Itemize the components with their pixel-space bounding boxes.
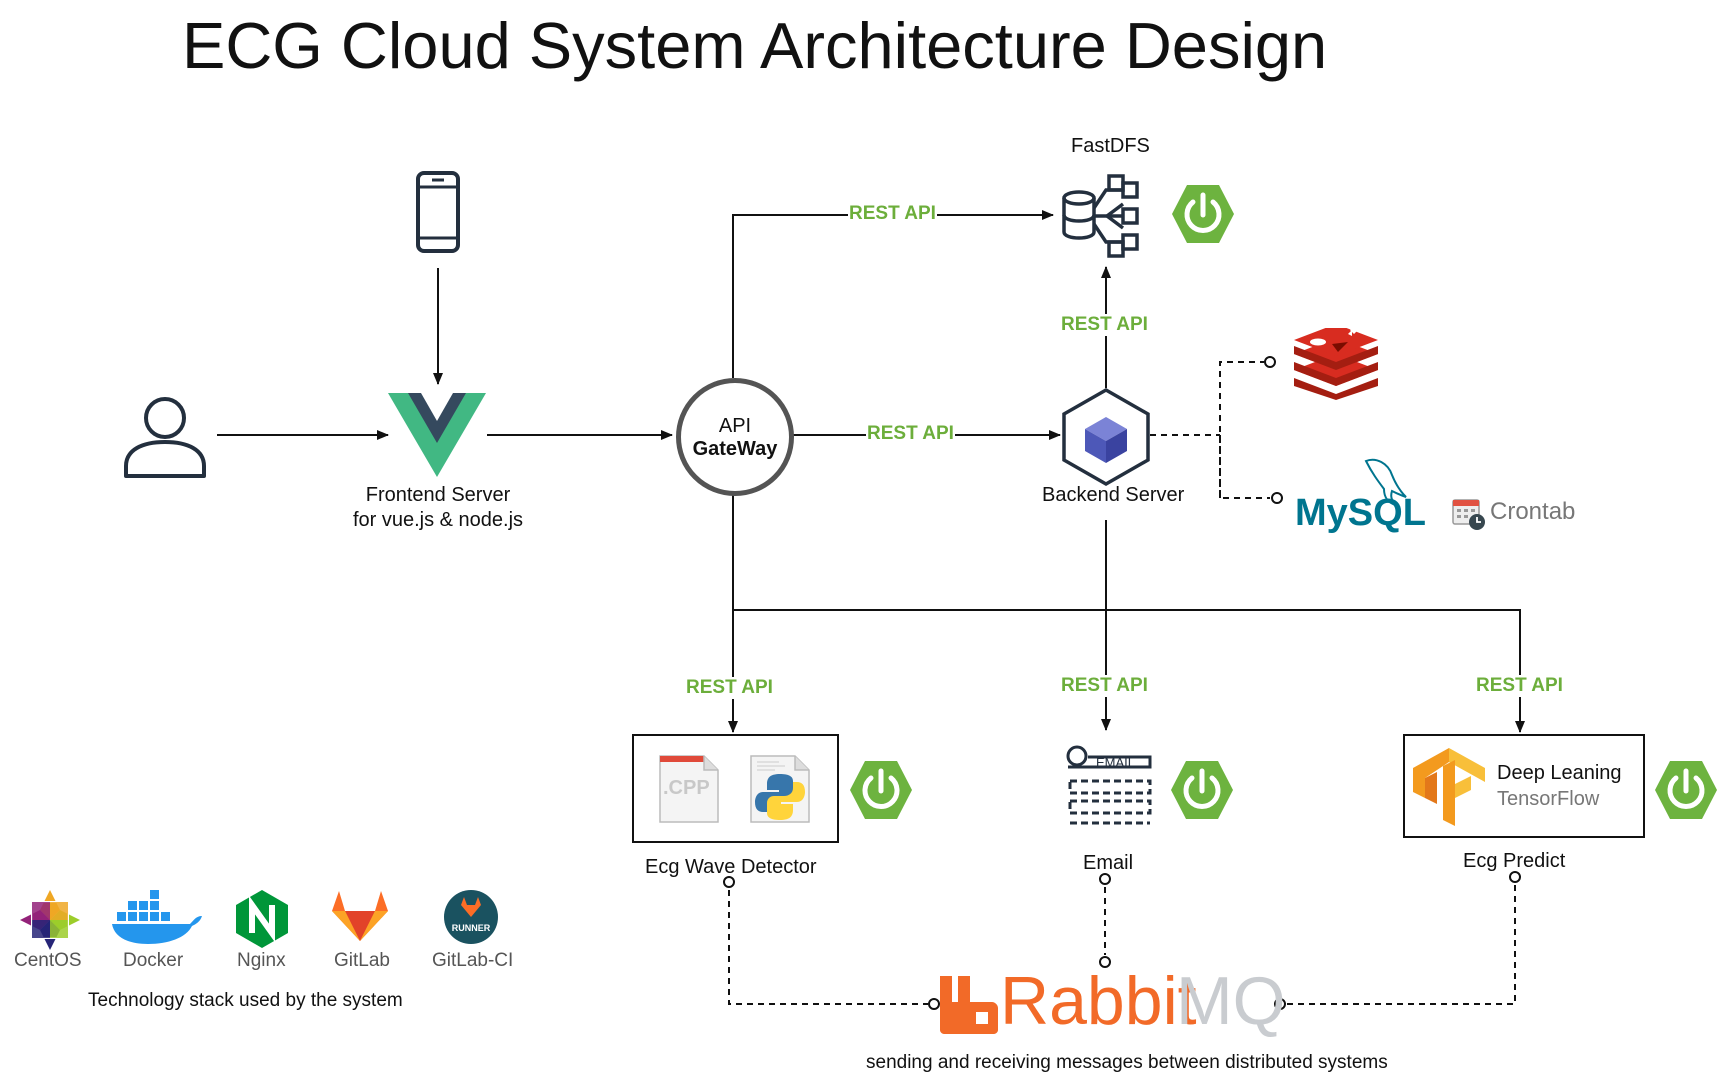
rabbitmq-label-a: Rabbit bbox=[1000, 963, 1197, 1039]
gateway-label-line2: GateWay bbox=[692, 438, 778, 460]
email-icon-text: EMAIL bbox=[1096, 755, 1135, 770]
email-label: Email bbox=[1083, 852, 1134, 874]
cpp-file-text: .CPP bbox=[663, 777, 710, 799]
dashed-predict-rabbit bbox=[1285, 885, 1516, 1005]
rest-label-predict: REST API bbox=[1475, 675, 1564, 697]
gitlab-icon bbox=[332, 891, 388, 941]
user-icon bbox=[124, 397, 206, 478]
page-title: ECG Cloud System Architecture Design bbox=[182, 9, 1328, 82]
mysql-dolphin-icon bbox=[1364, 458, 1407, 507]
backend-server-icon bbox=[1062, 387, 1150, 487]
crontab-label: Crontab bbox=[1490, 498, 1576, 525]
gateway-label-line1: API bbox=[718, 415, 752, 437]
ecg-wave-detector-label: Ecg Wave Detector bbox=[645, 856, 817, 878]
tech-label-docker: Docker bbox=[123, 950, 184, 971]
docker-icon bbox=[112, 890, 202, 944]
rest-label-gateway-backend: REST API bbox=[866, 423, 955, 445]
rabbitmq-icon bbox=[940, 976, 998, 1034]
spring-boot-icon bbox=[1171, 761, 1233, 819]
deep-learning-title: Deep Leaning bbox=[1497, 762, 1622, 784]
tensorflow-subtitle: TensorFlow bbox=[1497, 788, 1600, 810]
rabbitmq-label-b: MQ bbox=[1176, 963, 1286, 1039]
tech-label-centos: CentOS bbox=[14, 950, 82, 971]
spring-boot-icon bbox=[850, 761, 912, 819]
cpp-file-icon: .CPP bbox=[659, 755, 719, 823]
spring-boot-icon bbox=[1655, 761, 1717, 819]
frontend-label-line1: Frontend Server bbox=[365, 484, 511, 506]
backend-server-label: Backend Server bbox=[1042, 484, 1185, 506]
mobile-phone-icon bbox=[416, 171, 460, 253]
dashed-wave-rabbit bbox=[728, 890, 928, 1005]
distributed-storage-icon bbox=[1062, 174, 1139, 258]
tech-stack-caption: Technology stack used by the system bbox=[88, 990, 403, 1011]
ecg-predict-label: Ecg Predict bbox=[1463, 850, 1566, 872]
edge-gateway-predict bbox=[733, 609, 1525, 733]
redis-icon bbox=[1294, 328, 1378, 400]
spring-boot-icon bbox=[1172, 185, 1234, 243]
python-file-icon bbox=[750, 755, 810, 823]
dashed-redis bbox=[1219, 361, 1264, 498]
ecg-wave-detector-box: .CPP bbox=[632, 734, 839, 843]
vue-logo-icon bbox=[388, 393, 486, 477]
rest-label-wave: REST API bbox=[685, 677, 774, 699]
email-icon: EMAIL bbox=[1066, 745, 1152, 825]
tech-label-gitlab-ci: GitLab-CI bbox=[432, 950, 514, 971]
nginx-icon bbox=[236, 890, 288, 948]
mysql-label: MySQL bbox=[1295, 492, 1426, 534]
rest-label-gateway-fastdfs: REST API bbox=[848, 203, 937, 225]
rest-label-email: REST API bbox=[1060, 675, 1149, 697]
tech-label-nginx: Nginx bbox=[237, 950, 286, 971]
api-gateway-node: API GateWay bbox=[676, 378, 794, 496]
calendar-clock-icon bbox=[1452, 499, 1485, 530]
mysql-logo-text: MySQL bbox=[1295, 492, 1426, 535]
centos-icon bbox=[20, 890, 80, 950]
tensorflow-icon bbox=[1413, 748, 1485, 826]
frontend-server-label: Frontend Server for vue.js & node.js bbox=[330, 483, 546, 533]
rest-label-backend-fastdfs: REST API bbox=[1060, 314, 1149, 336]
rabbitmq-caption: sending and receiving messages between d… bbox=[866, 1052, 1388, 1073]
fastdfs-label: FastDFS bbox=[1071, 135, 1150, 157]
runner-text: RUNNER bbox=[452, 923, 491, 933]
tech-label-gitlab: GitLab bbox=[334, 950, 390, 971]
dashed-mysql bbox=[1219, 435, 1270, 499]
gitlab-runner-icon: RUNNER bbox=[444, 890, 498, 944]
frontend-label-line2: for vue.js & node.js bbox=[352, 509, 524, 531]
edge-gateway-fastdfs bbox=[732, 210, 1054, 378]
ecg-predict-box: Deep Leaning TensorFlow bbox=[1403, 734, 1645, 838]
